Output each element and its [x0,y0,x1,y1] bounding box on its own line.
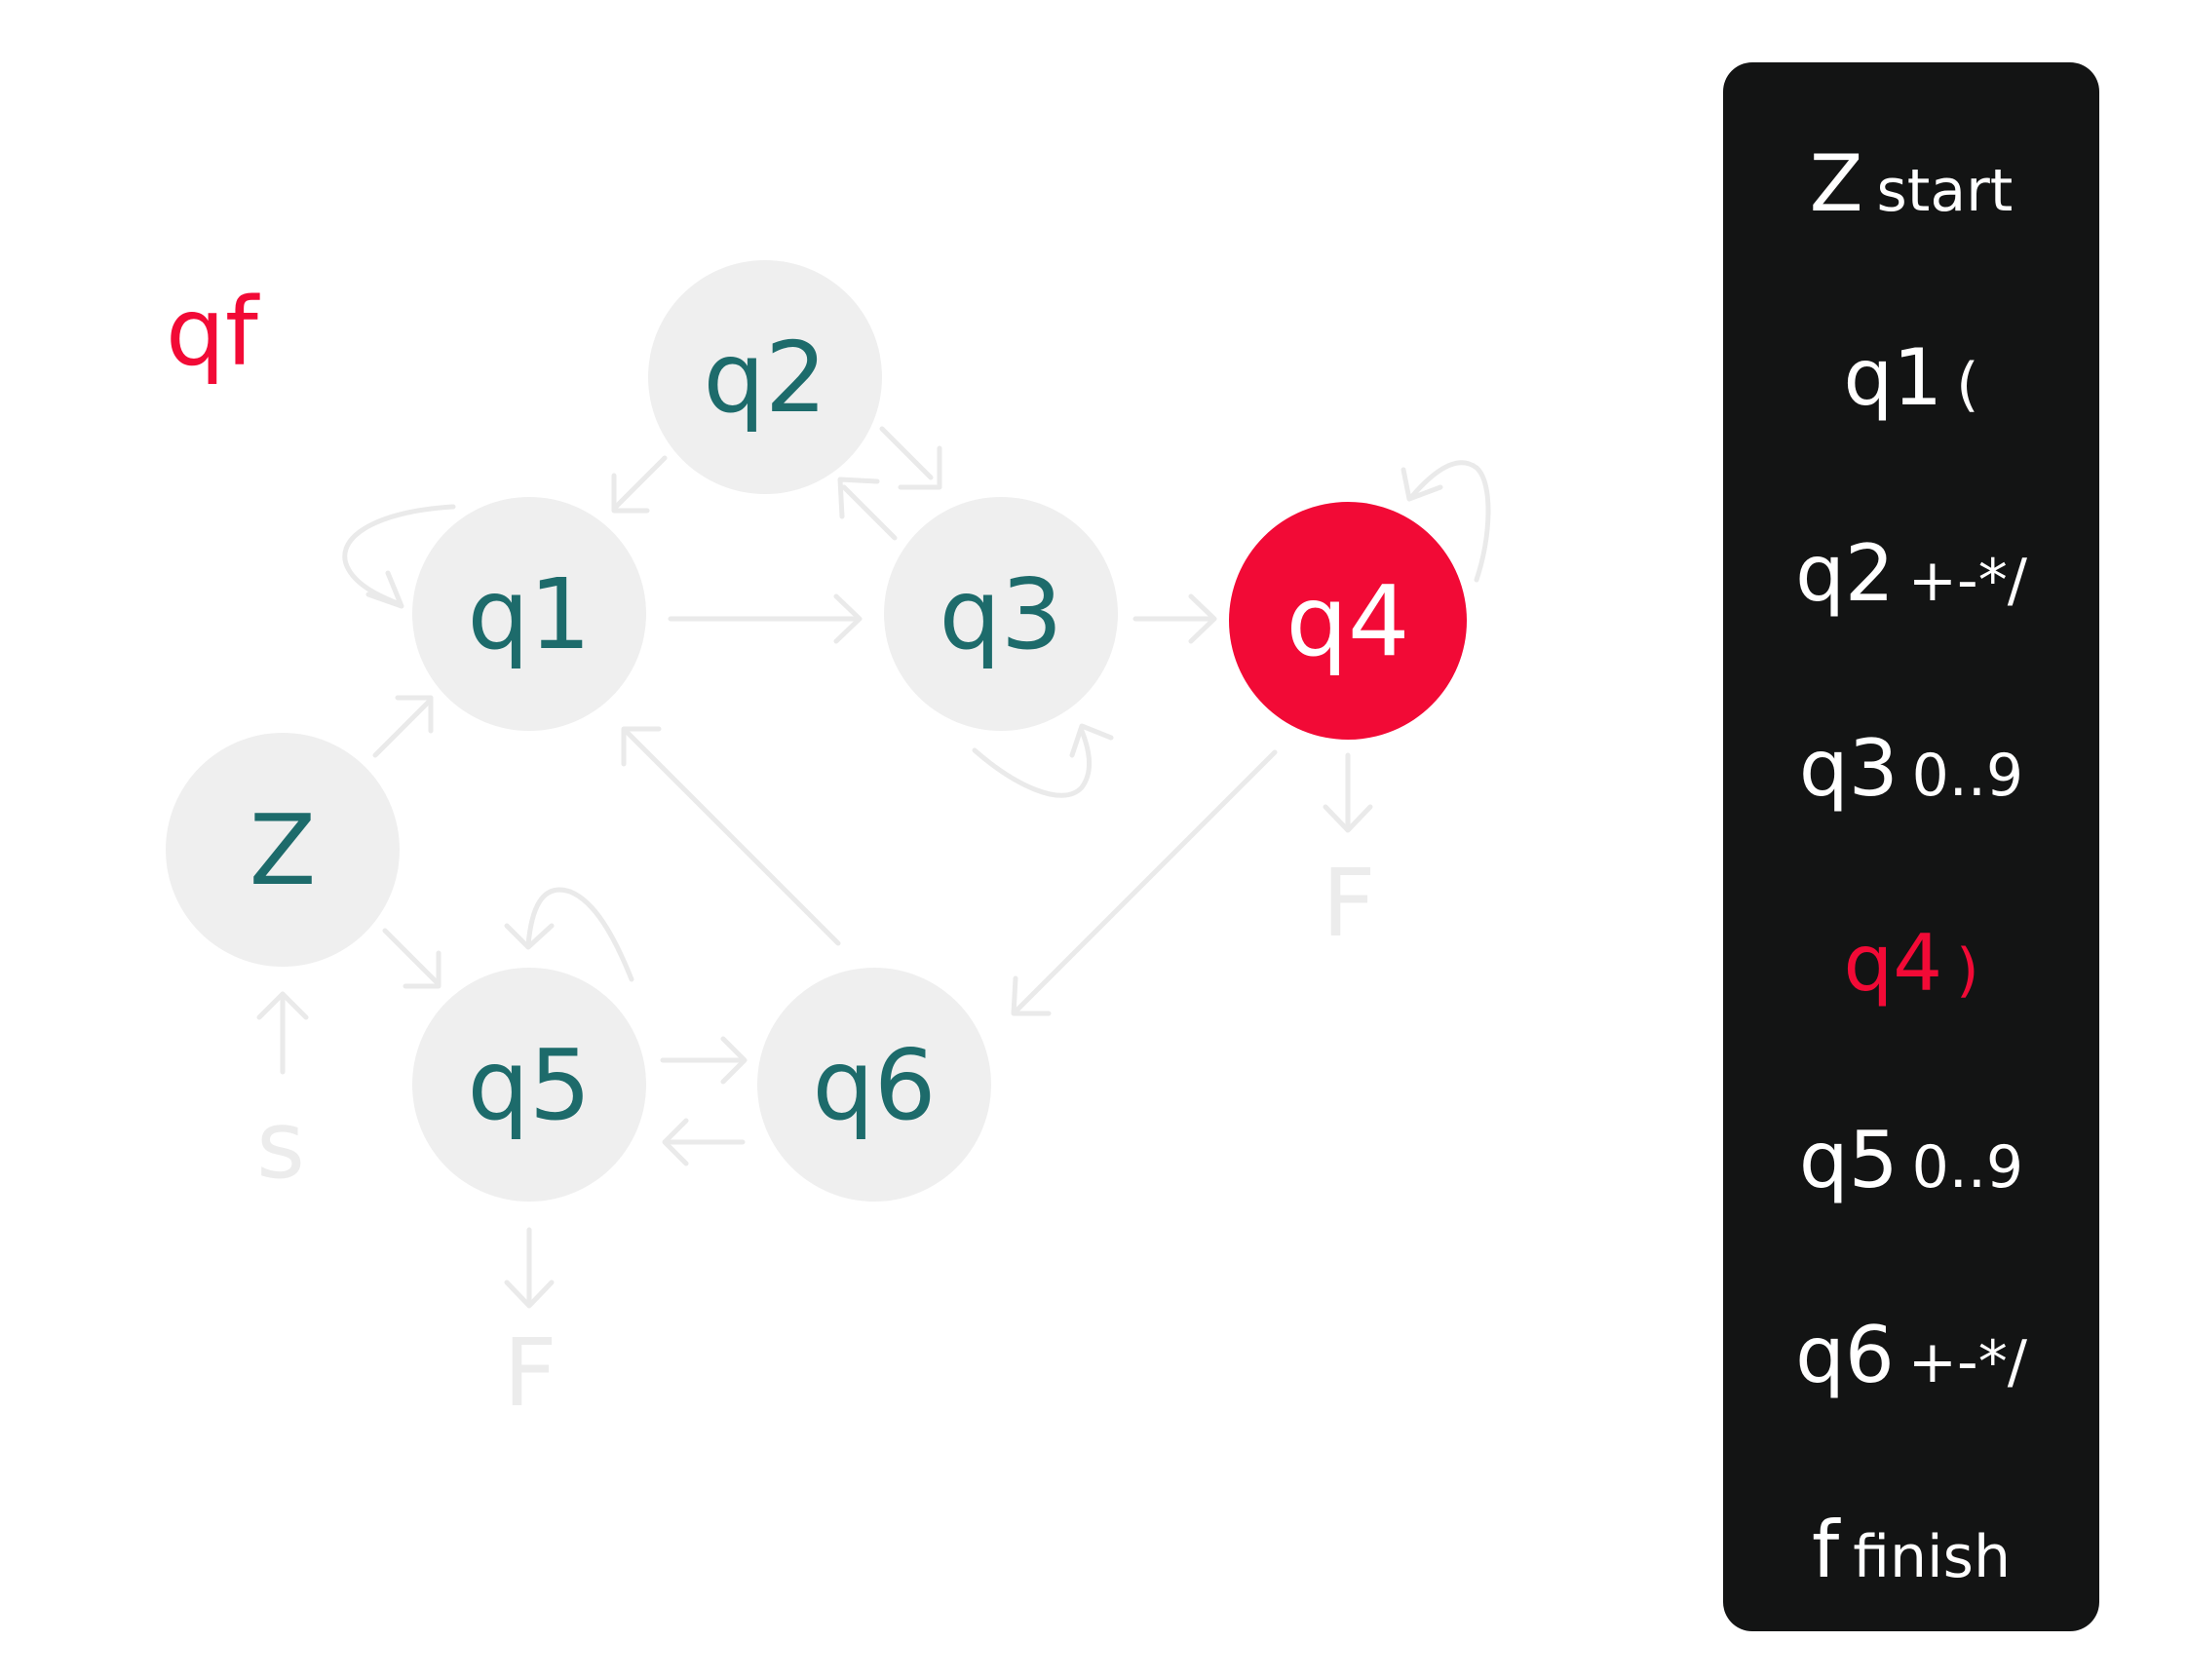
edge-q1-q3 [668,593,863,644]
state-q4: q4 [1229,502,1467,740]
edges [256,426,1491,1309]
edge-s-z [256,991,309,1075]
edge-q4-q6 [1011,749,1278,1016]
loop-q1 [342,504,456,609]
state-q6-circle [757,968,991,1202]
legend-symbol: q1 [1843,332,1943,423]
edge-q5-q6 [660,1036,748,1085]
legend-symbol: f [1812,1505,1840,1595]
loop-q3 [972,723,1114,798]
current-state-label: qf [166,278,258,387]
state-q4-circle [1229,502,1467,740]
legend-symbol: q6 [1795,1310,1895,1400]
edge-q3-q4 [1132,593,1217,644]
legend-description: finish [1853,1523,2011,1591]
state-z: Z [166,733,400,967]
legend-row-q5: q5 0..9 [1723,1115,2099,1205]
legend-symbol: q2 [1795,528,1895,619]
state-q3: q3 [884,497,1118,731]
edge-q6-q1 [621,726,841,946]
state-q1-label: q1 [467,557,591,671]
legend-symbol: Z [1809,138,1863,229]
state-q6-label: q6 [812,1028,936,1142]
state-q6: q6 [757,968,991,1202]
edge-q2-q1 [611,455,668,514]
state-q3-label: q3 [939,557,1062,671]
legend-row-z: Z start [1723,138,2099,229]
state-q2-label: q2 [703,321,826,435]
state-q2: q2 [648,260,882,494]
edge-q4-f [1323,752,1373,833]
loop-q5 [504,887,634,982]
legend-row-q2: q2 +-*/ [1723,528,2099,619]
state-q4-label: q4 [1285,564,1409,678]
legend-row-q1: q1 ( [1723,332,2099,423]
legend-description: 0..9 [1911,742,2024,810]
edge-q5-f [504,1227,555,1309]
legend-description: ) [1956,936,1979,1005]
edge-z-q5 [382,928,441,989]
edge-q6-q5 [662,1118,746,1166]
legend-row-f: f finish [1723,1505,2099,1595]
final-label-q5: F [503,1318,556,1428]
start-label: s [256,1090,305,1200]
state-q3-circle [884,497,1118,731]
loop-q4 [1400,460,1491,583]
legend-description: +-*/ [1907,547,2027,615]
legend-symbol: q4 [1843,918,1943,1009]
edge-z-q1 [372,695,434,758]
state-z-circle [166,733,400,967]
state-q5: q5 [412,968,646,1202]
legend-panel: Z start q1 ( q2 +-*/ q3 0..9 q4 ) q5 0..… [1723,62,2099,1631]
state-q1: q1 [412,497,646,731]
legend-description: ( [1956,351,1979,419]
edge-q2-q3 [879,426,942,490]
state-q5-circle [412,968,646,1202]
legend-row-q3: q3 0..9 [1723,723,2099,814]
legend-description: start [1876,157,2014,225]
legend-row-q4: q4 ) [1723,918,2099,1009]
legend-description: 0..9 [1911,1133,2024,1202]
state-q2-circle [648,260,882,494]
edge-q3-q2 [837,477,898,541]
state-q5-label: q5 [467,1028,591,1142]
legend-description: +-*/ [1907,1328,2027,1396]
state-q1-circle [412,497,646,731]
legend-symbol: q5 [1798,1115,1899,1205]
final-label-q4: F [1322,849,1375,958]
legend-row-q6: q6 +-*/ [1723,1310,2099,1400]
legend-symbol: q3 [1798,723,1899,814]
state-z-label: Z [249,793,317,907]
